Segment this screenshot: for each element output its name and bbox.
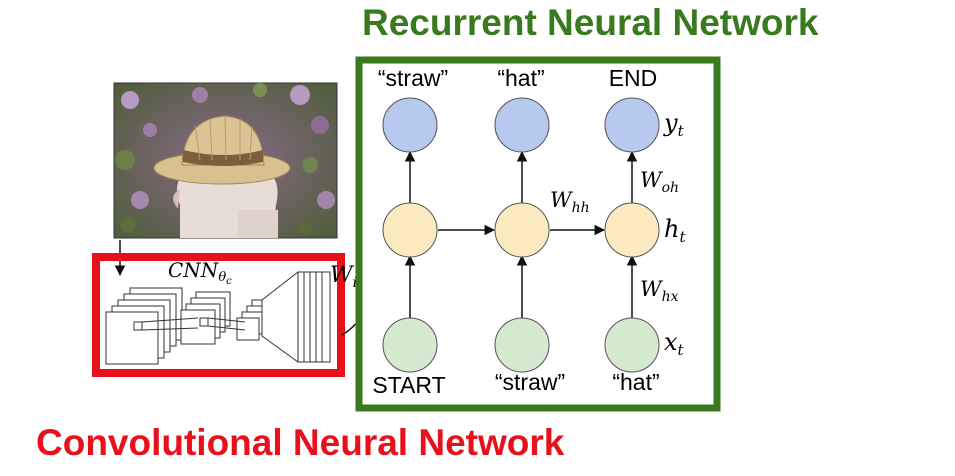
fully-connected-block: [261, 271, 331, 363]
output-node-2: [494, 97, 550, 153]
input-label-2: “straw”: [495, 369, 565, 395]
weight-label-wi: Wi: [330, 263, 357, 291]
hidden-node-1: [382, 202, 438, 258]
cnn-label: CNNθc: [168, 258, 232, 287]
output-label-1: “straw”: [378, 65, 448, 91]
rnn-title: Recurrent Neural Network: [362, 2, 819, 43]
output-node-1: [382, 97, 438, 153]
weight-label-woh: Woh: [640, 168, 679, 196]
output-node-3: [604, 97, 660, 153]
weight-label-whh: Whh: [550, 188, 590, 216]
weight-label-whx: Whx: [640, 277, 679, 305]
input-node-2: [494, 317, 550, 373]
rnn-highlight-box: [355, 56, 721, 412]
cnn-diagram: CNNθc: [105, 258, 331, 365]
receptive-field-lines: [133, 317, 246, 331]
conv-stack-1: [105, 287, 183, 365]
symbol-h-t: ht: [664, 215, 686, 246]
cnn-title: Convolutional Neural Network: [36, 422, 565, 463]
man-head: [173, 168, 278, 238]
input-label-1: START: [372, 372, 445, 398]
input-label-3: “hat”: [612, 369, 659, 395]
flower-background: [115, 83, 335, 235]
input-node-1: [382, 317, 438, 373]
photo-man-straw-hat: [113, 82, 338, 239]
output-label-2: “hat”: [497, 65, 544, 91]
symbol-x-t: xt: [664, 328, 685, 359]
hidden-node-3: [604, 202, 660, 258]
cnn-highlight-box: [92, 253, 345, 377]
symbol-y-t: yt: [663, 109, 685, 140]
straw-hat: [153, 115, 291, 185]
output-label-3: END: [609, 65, 658, 91]
input-node-3: [604, 317, 660, 373]
rnn-diagram: “straw” “hat” END yt ht xt Whh Woh Whx: [372, 65, 686, 398]
hidden-node-2: [494, 202, 550, 258]
